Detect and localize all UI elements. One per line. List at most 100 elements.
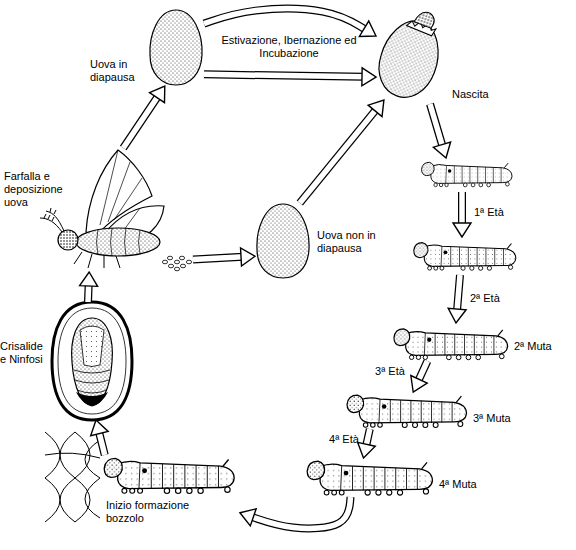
arrow-shaft <box>418 361 427 381</box>
arrow-shaft <box>193 257 243 260</box>
silk-threads <box>45 432 100 522</box>
laid-egg <box>162 260 167 264</box>
life-stage: Uova non in diapausa <box>255 203 311 279</box>
egg-shell <box>371 13 448 105</box>
stage-arrow <box>80 272 98 302</box>
hatchling-head <box>414 9 437 28</box>
stage-arrow <box>300 100 384 203</box>
arrow-shaft <box>459 192 465 225</box>
larva <box>414 243 516 271</box>
body-segments <box>97 228 141 256</box>
arrow-outline <box>300 109 377 203</box>
arrow-head <box>448 308 466 323</box>
arrow-outline <box>251 497 350 528</box>
life-stage: Inizio formazione bozzolo <box>102 455 240 523</box>
life-stage: Crisalide e Ninfosi <box>52 302 132 420</box>
arrow-outline <box>193 257 243 260</box>
arrow-outline <box>204 9 366 30</box>
stage-arrow <box>204 9 376 37</box>
moth-head <box>58 230 78 250</box>
edge-label: Estivazione, Ibernazione ed Incubazione <box>214 34 364 60</box>
laid-egg <box>168 264 173 268</box>
laid-egg <box>186 260 191 264</box>
life-stage: 4ª Muta <box>305 458 435 497</box>
stage-arrow <box>204 68 376 86</box>
life-stage: Uova in diapausa <box>148 8 204 86</box>
laid-egg <box>180 264 185 268</box>
arrow-head <box>359 21 376 36</box>
chrysalis-tip <box>76 392 108 406</box>
arrow-head <box>433 142 450 158</box>
arrow-shaft <box>251 497 350 528</box>
arrow-head <box>362 68 376 86</box>
arrow-shaft <box>123 96 158 148</box>
arrow-shaft <box>458 192 466 225</box>
chrysalis <box>72 318 113 406</box>
stage-arrow <box>91 420 108 455</box>
arrow-outline <box>366 429 370 446</box>
arrow-head <box>91 420 108 436</box>
life-stage: 3ª Muta <box>345 392 469 429</box>
laid-egg <box>174 260 179 264</box>
age-label: 1ª Età <box>474 206 514 219</box>
chrysalis-segments <box>74 370 110 393</box>
moth-legs <box>74 252 120 268</box>
arrow-shaft <box>99 432 105 455</box>
egg-non-diapause <box>257 204 309 278</box>
arrow-shaft <box>204 74 364 77</box>
arrow-head <box>241 248 255 266</box>
arrow-head <box>358 442 376 458</box>
moth-antennae <box>40 208 64 232</box>
arrow-shaft <box>430 104 443 147</box>
arrow-outline <box>123 96 158 148</box>
wing-case <box>80 326 104 367</box>
edge-label: 3ª Età <box>368 365 412 378</box>
stage-label: 3ª Muta <box>473 412 523 425</box>
larva <box>347 395 466 427</box>
arrow-shaft <box>457 275 460 311</box>
life-stage: 2ª Muta <box>392 326 510 361</box>
laid-egg <box>179 256 184 260</box>
stage-label: Uova in diapausa <box>90 58 144 84</box>
stage-arrow <box>453 192 471 237</box>
stage-arrow <box>411 361 428 392</box>
arrow-head <box>453 223 471 237</box>
arrow-outline <box>418 361 427 381</box>
arrow-outline <box>99 432 105 455</box>
arrow-shaft <box>430 104 443 147</box>
larva <box>394 329 508 360</box>
stage-label: Crisalide e Ninfosi <box>0 340 50 366</box>
life-stage: Nascita <box>376 18 442 100</box>
stage-arrow <box>240 497 351 528</box>
arrow-head <box>80 272 98 286</box>
arrow-shaft <box>366 429 370 446</box>
arrow-shaft <box>457 275 460 311</box>
larva <box>307 461 432 495</box>
cocoon <box>52 302 132 420</box>
stage-label: Farfalla e deposizione uova <box>4 170 76 209</box>
arrow-shaft <box>85 284 91 302</box>
hatching-egg <box>371 3 452 105</box>
wing-veins <box>100 150 142 238</box>
stage-label: 2ª Muta <box>514 340 564 353</box>
arrow-shaft <box>204 9 366 30</box>
arrow-head <box>368 100 384 117</box>
stage-label: Nascita <box>452 88 502 101</box>
arrow-outline <box>84 284 93 302</box>
cocoon-outline <box>52 302 132 420</box>
larva <box>422 162 512 186</box>
stage-arrow <box>193 248 255 266</box>
stage-arrow <box>430 104 451 158</box>
arrow-outline <box>204 74 364 77</box>
stage-label: 4ª Muta <box>439 478 489 491</box>
cocoon-inner <box>58 308 126 414</box>
life-stage: Farfalla e deposizione uova <box>38 148 193 272</box>
age-label: 2ª Età <box>470 292 510 305</box>
laid-egg <box>167 256 172 260</box>
stage-label: Inizio formazione bozzolo <box>106 499 218 525</box>
arrow-head <box>411 376 427 392</box>
stage-label: Uova non in diapausa <box>317 229 381 255</box>
